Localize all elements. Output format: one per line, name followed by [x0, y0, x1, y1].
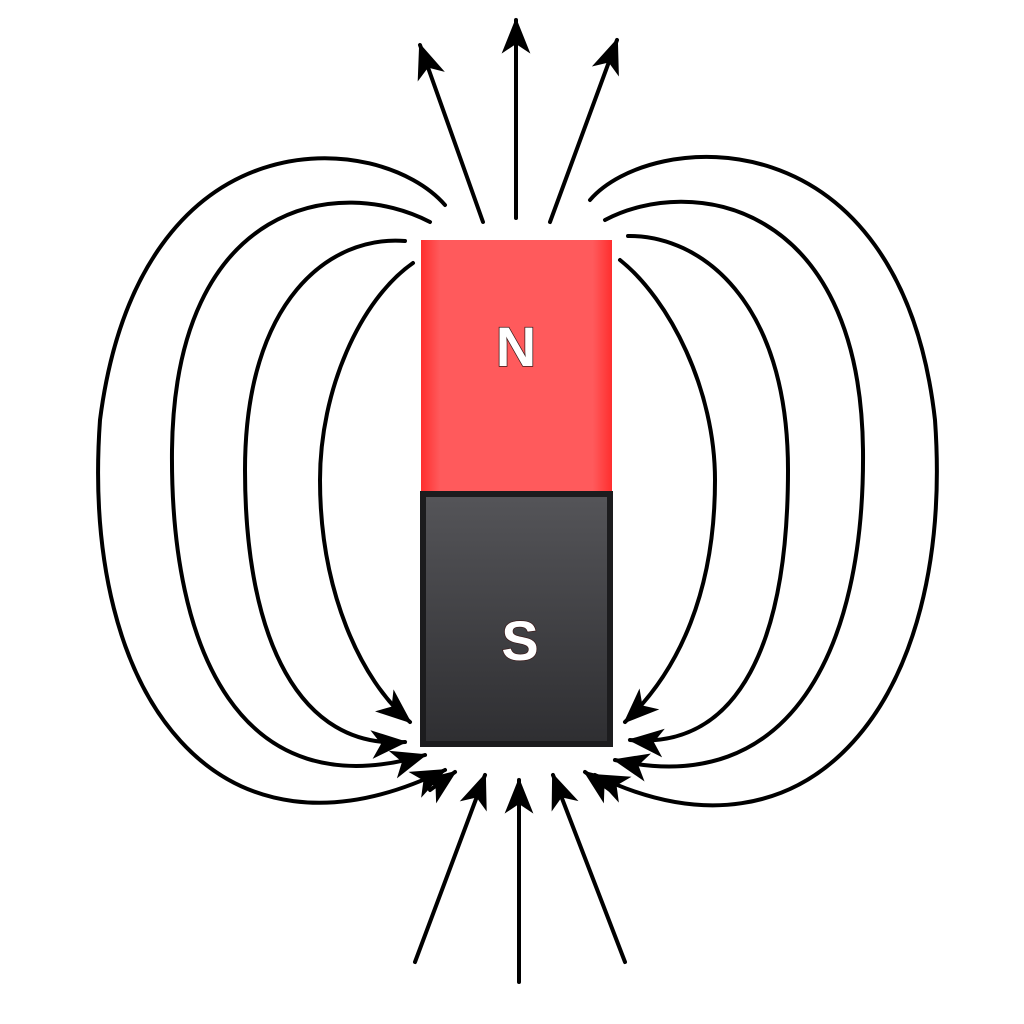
right-loop-1	[588, 154, 939, 808]
top-arrow-left	[417, 42, 485, 224]
bottom-field-arrows	[413, 770, 627, 984]
bottom-arrow-1	[413, 772, 487, 964]
left-field-loops	[96, 156, 448, 805]
top-arrow-right	[548, 37, 619, 224]
bar-magnet: N S	[420, 240, 613, 747]
bottom-arrow-5	[419, 770, 457, 804]
right-loop-4	[618, 258, 718, 724]
right-loop-2	[603, 199, 866, 782]
right-loop-3	[626, 233, 791, 758]
south-pole	[421, 492, 612, 746]
top-field-arrows	[417, 17, 619, 224]
bottom-arrow-4	[583, 770, 621, 804]
left-loop-2	[169, 200, 432, 779]
left-loop-3	[242, 238, 408, 759]
south-label: S	[501, 609, 538, 672]
right-field-loops	[588, 154, 939, 808]
south-pole-border	[420, 491, 613, 747]
bottom-arrow-3	[551, 772, 627, 964]
left-loop-4	[317, 261, 415, 724]
left-loop-1	[96, 156, 448, 805]
north-label: N	[496, 315, 536, 378]
north-pole	[421, 240, 612, 492]
